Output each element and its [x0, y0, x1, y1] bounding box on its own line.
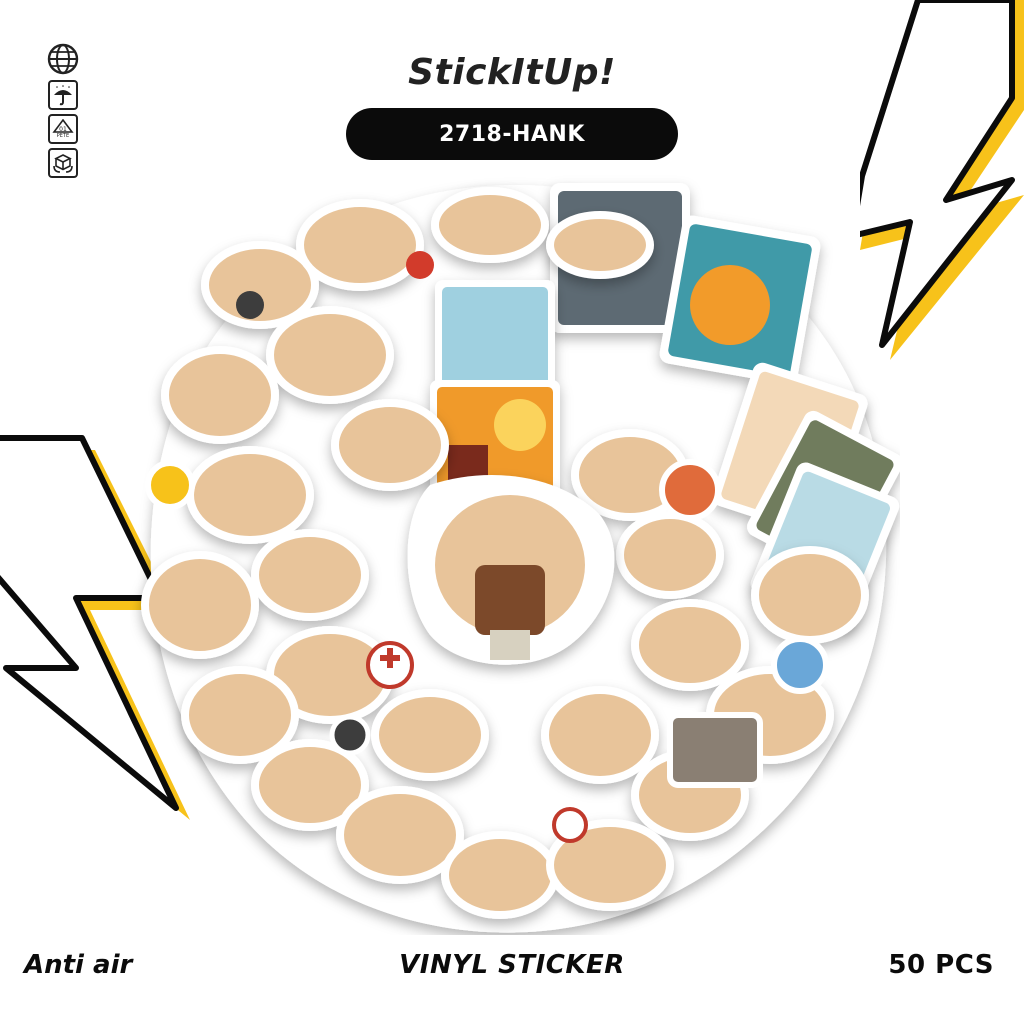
product-code: 2718-HANK	[439, 121, 585, 147]
recycle-material: PETE	[56, 133, 70, 139]
brand-logo: StickItUp!	[408, 52, 616, 93]
anti-air-label: Anti air	[24, 950, 133, 980]
globe-icon	[47, 43, 79, 75]
product-code-badge: 2718-HANK	[346, 108, 678, 160]
recycle-number: 01	[59, 126, 67, 133]
fragile-box-icon	[48, 148, 78, 178]
lightning-bolt-right-icon	[860, 0, 1024, 360]
sticker-collage-illustration	[141, 183, 900, 933]
lightning-bolt-left-icon	[0, 435, 190, 820]
vinyl-sticker-label: VINYL STICKER	[399, 950, 625, 980]
umbrella-icon	[48, 80, 78, 110]
piece-count-label: 50 PCS	[888, 950, 994, 980]
recycle-pete-icon: 01 PETE	[48, 114, 78, 144]
